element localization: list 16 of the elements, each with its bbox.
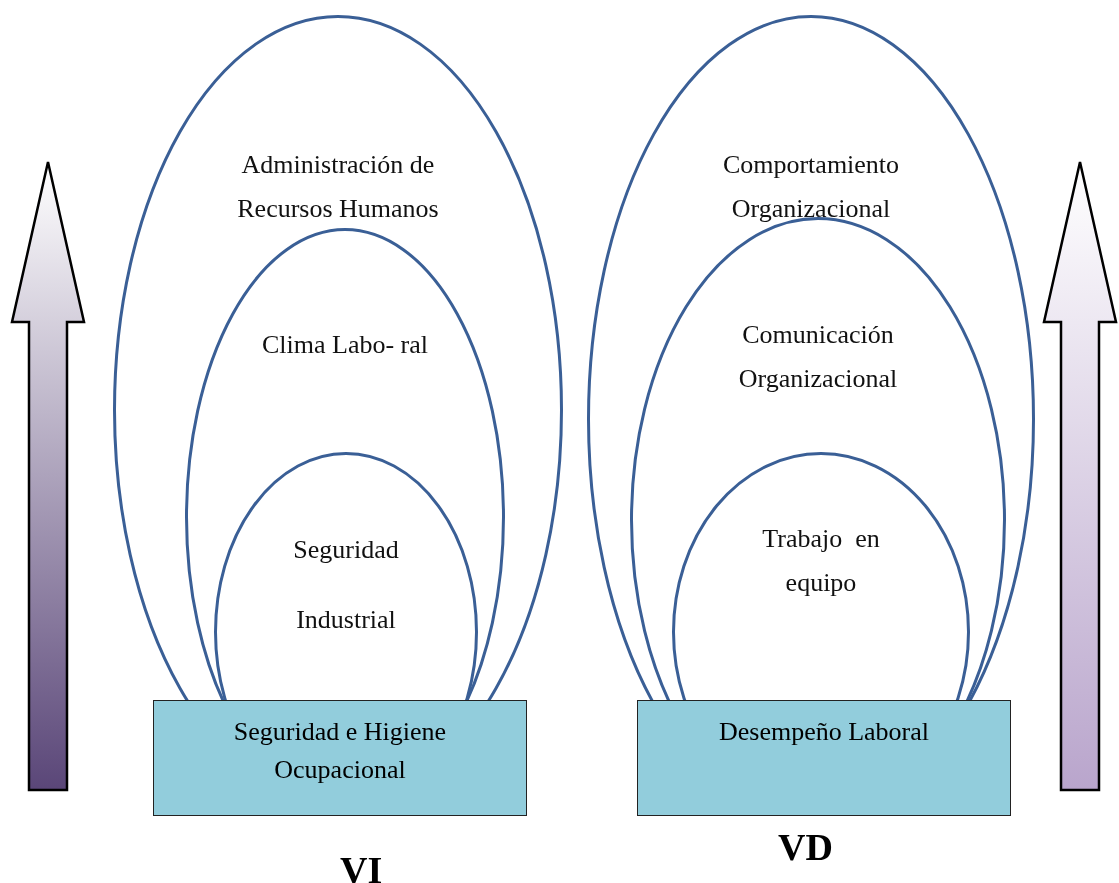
- oval-region: [113, 15, 563, 702]
- oval-label: Clima Labo- ral: [260, 329, 430, 361]
- oval-region: [672, 452, 970, 702]
- box-label: Seguridad e Higiene Ocupacional: [232, 716, 448, 786]
- oval-label: Trabajo en equipo: [761, 523, 881, 599]
- variable-box: [153, 700, 527, 816]
- box-label: Desempeño Laboral: [718, 716, 930, 748]
- oval-label: Comunicación Organizacional: [737, 319, 899, 395]
- oval-region: [214, 452, 478, 702]
- oval-label: Seguridad Industrial: [292, 534, 400, 636]
- variable-tag: VI: [340, 848, 383, 883]
- oval-region: [185, 228, 505, 702]
- variable-tag: VD: [778, 825, 833, 869]
- oval-label: Comportamiento Organizacional: [721, 149, 901, 225]
- oval-label: Administración de Recursos Humanos: [236, 149, 440, 225]
- oval-region: [587, 15, 1035, 702]
